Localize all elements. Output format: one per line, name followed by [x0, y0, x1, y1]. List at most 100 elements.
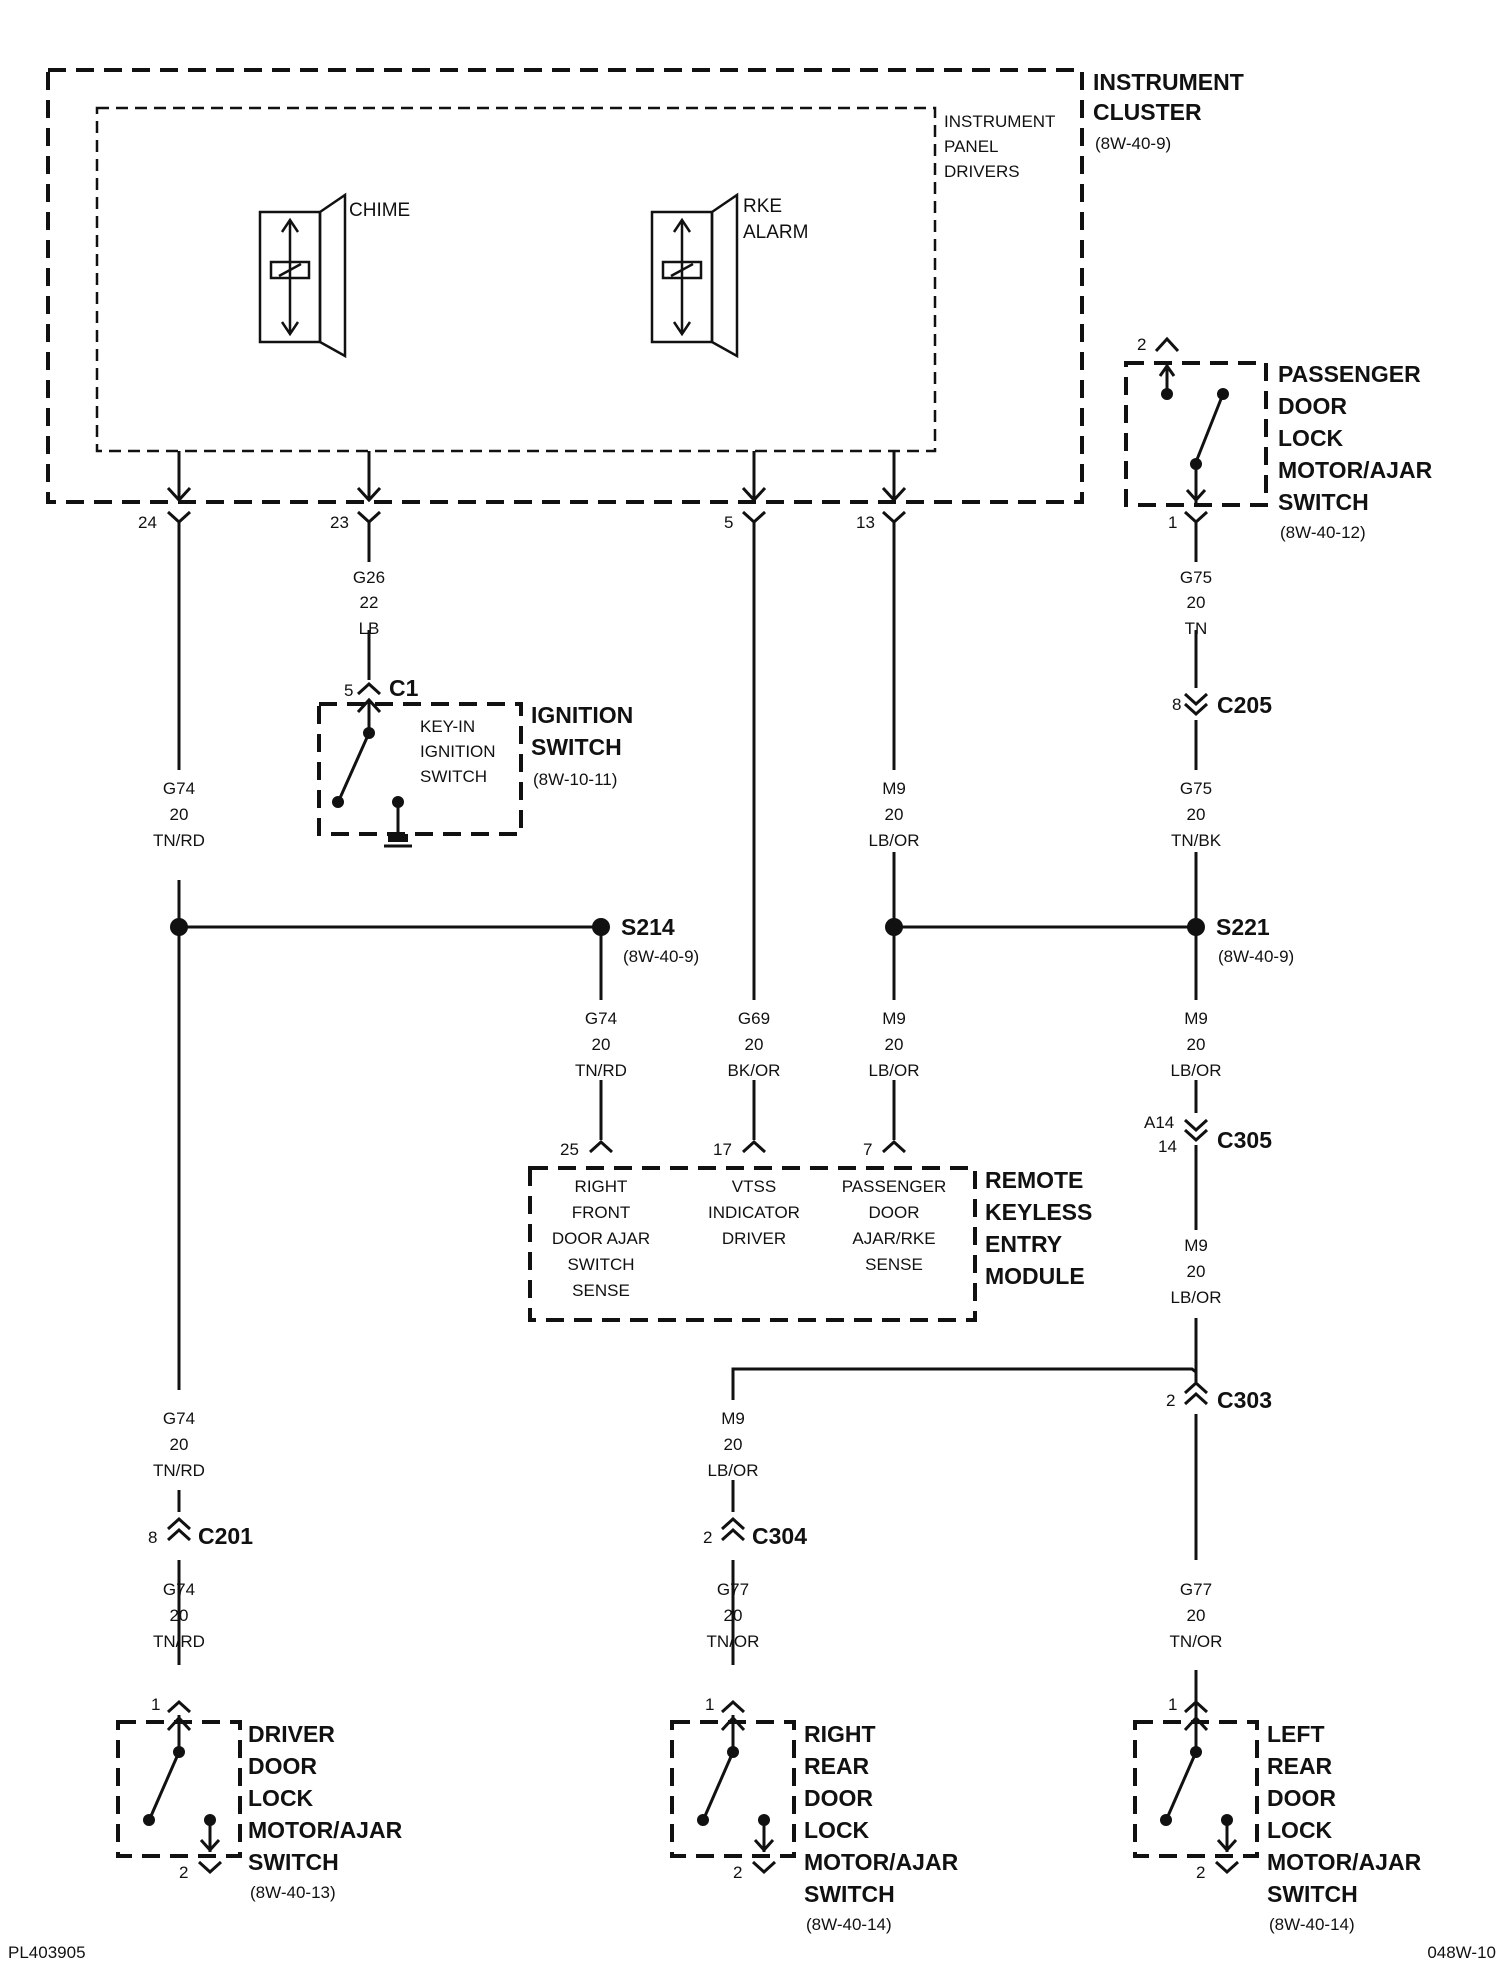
wire-m9-module-gauge: 20	[885, 1035, 904, 1054]
right-rear-title-3: DOOR	[804, 1785, 873, 1811]
instrument-cluster-title-1: INSTRUMENT	[1093, 69, 1244, 95]
connector-c304: 2 C304	[703, 1516, 807, 1549]
rke-module-outline	[528, 1166, 977, 1322]
rke-a-5: SENSE	[572, 1281, 630, 1300]
driver-ref: (8W-40-13)	[250, 1883, 336, 1902]
wire-g77-right-color: TN/OR	[707, 1632, 760, 1651]
rke-c-2: DOOR	[869, 1203, 920, 1222]
rke-module: 25 17 7 RIGHT FRONT DOOR AJAR SWITCH SEN…	[528, 1139, 1092, 1322]
wire-g74-upper-code-visible: G74	[163, 779, 195, 798]
left-rear-pin-bottom: 2	[1196, 1863, 1205, 1882]
rke-a-3: DOOR AJAR	[552, 1229, 650, 1248]
splice-s214-ref: (8W-40-9)	[623, 947, 699, 966]
wire-g77-left-gauge: 20	[1187, 1606, 1206, 1625]
wire-m9-c304-color: LB/OR	[707, 1461, 758, 1480]
left-rear-title-6: SWITCH	[1267, 1881, 1358, 1907]
wire-g26-code: G26	[353, 568, 385, 587]
right-rear-door-switch: 1 2 RIGHT REAR DOOR LOCK MOTOR/AJAR SWIT…	[670, 1695, 959, 1934]
wire-g74-lower1-code: G74	[163, 1409, 195, 1428]
wire-g75-lower-gauge: 20	[1187, 805, 1206, 824]
wire-g74-s214-color: TN/RD	[575, 1061, 627, 1080]
passenger-title-2: DOOR	[1278, 393, 1347, 419]
wire-g74-upper-gauge: 20	[170, 805, 189, 824]
c305-pin-14: 14	[1158, 1137, 1177, 1156]
right-rear-pin-bottom: 2	[733, 1863, 742, 1882]
wire-m9-c305-code: M9	[1184, 1236, 1208, 1255]
left-rear-door-switch: 1 2 LEFT REAR DOOR LOCK MOTOR/AJAR SWITC…	[1133, 1695, 1422, 1934]
rke-pin-25: 25	[560, 1140, 579, 1159]
splice-dot	[885, 918, 903, 936]
passenger-title-4: MOTOR/AJAR	[1278, 457, 1433, 483]
ignition-inner-1: KEY-IN	[420, 717, 475, 736]
drivers-label-3: DRIVERS	[944, 162, 1020, 181]
wire-g75-upper-code: G75	[1180, 568, 1212, 587]
instrument-cluster-title-2: CLUSTER	[1093, 99, 1202, 125]
instrument-cluster-ref: (8W-40-9)	[1095, 134, 1171, 153]
c303-label: C303	[1217, 1387, 1272, 1413]
rke-title-4: MODULE	[985, 1263, 1085, 1289]
right-rear-title-1: RIGHT	[804, 1721, 876, 1747]
driver-pin-top: 1	[151, 1695, 160, 1714]
rke-label-1: RKE	[743, 196, 782, 217]
right-rear-title-4: LOCK	[804, 1817, 870, 1843]
passenger-pin-top: 2	[1137, 335, 1146, 354]
driver-title-3: LOCK	[248, 1785, 314, 1811]
wire-g74-s214-code: G74	[585, 1009, 617, 1028]
drivers-label-2: PANEL	[944, 137, 999, 156]
passenger-pin-bottom: 1	[1168, 513, 1177, 532]
splice-s214-label: S214	[621, 914, 675, 940]
wire-m9-c305-color: LB/OR	[1170, 1288, 1221, 1307]
right-rear-title-6: SWITCH	[804, 1881, 895, 1907]
ignition-title-2: SWITCH	[531, 734, 622, 760]
driver-title-5: SWITCH	[248, 1849, 339, 1875]
wire-g74-lower2-code: G74	[163, 1580, 195, 1599]
wires	[177, 522, 1198, 1720]
wire-g74-upper-color: TN/RD	[153, 831, 205, 850]
ignition-title-1: IGNITION	[531, 702, 633, 728]
splice-s221-dot	[1187, 918, 1205, 936]
wire-g26-gauge: 22	[360, 593, 379, 612]
rke-c-3: AJAR/RKE	[852, 1229, 935, 1248]
wire-g74-lower2-gauge: 20	[170, 1606, 189, 1625]
instrument-panel-drivers-outline	[95, 106, 937, 453]
ignition-connector-c1: C1	[389, 675, 419, 701]
wire-g74-lower2-color: TN/RD	[153, 1632, 205, 1651]
passenger-door-switch: 2 1 PASSENGER DOOR LOCK MOTOR/AJAR SWITC…	[1124, 335, 1433, 542]
wire-g69-color: BK/OR	[728, 1061, 781, 1080]
rke-pin-7: 7	[863, 1140, 872, 1159]
driver-title-4: MOTOR/AJAR	[248, 1817, 403, 1843]
left-rear-title-3: DOOR	[1267, 1785, 1336, 1811]
drivers-label-1: INSTRUMENT	[944, 112, 1055, 131]
c205-label: C205	[1217, 692, 1272, 718]
c305-label: C305	[1217, 1127, 1272, 1153]
c304-label: C304	[752, 1523, 807, 1549]
connector-c305: A14 14 C305	[1144, 1113, 1272, 1156]
ignition-ref: (8W-10-11)	[533, 770, 617, 789]
wire-g77-right-gauge: 20	[724, 1606, 743, 1625]
left-rear-pin-top: 1	[1168, 1695, 1177, 1714]
left-rear-title-1: LEFT	[1267, 1721, 1325, 1747]
right-rear-pin-top: 1	[705, 1695, 714, 1714]
rke-c-1: PASSENGER	[842, 1177, 947, 1196]
wire-g74-s214-gauge: 20	[592, 1035, 611, 1054]
driver-title-1: DRIVER	[248, 1721, 335, 1747]
left-rear-title-2: REAR	[1267, 1753, 1333, 1779]
wire-m9-module-code: M9	[882, 1009, 906, 1028]
wire-m9-upper-code: M9	[882, 779, 906, 798]
cluster-pin-5: 5	[724, 513, 733, 532]
ignition-pin: 5	[344, 681, 353, 700]
passenger-title-3: LOCK	[1278, 425, 1344, 451]
instrument-cluster-outline	[46, 68, 1084, 504]
wire-m9-upper-gauge: 20	[885, 805, 904, 824]
wire-g75-upper-color: TN	[1185, 619, 1208, 638]
cluster-pin-23: 23	[330, 513, 349, 532]
splice-s221-ref: (8W-40-9)	[1218, 947, 1294, 966]
rke-c-4: SENSE	[865, 1255, 923, 1274]
chime-icon	[258, 192, 347, 359]
passenger-title-1: PASSENGER	[1278, 361, 1421, 387]
wire-g75-upper-gauge: 20	[1187, 593, 1206, 612]
connector-c205: 8 C205	[1172, 692, 1272, 718]
wire-g69-code: G69	[738, 1009, 770, 1028]
rke-b-2: INDICATOR	[708, 1203, 800, 1222]
driver-door-switch: 1 2 DRIVER DOOR LOCK MOTOR/AJAR SWITCH (…	[116, 1695, 403, 1902]
